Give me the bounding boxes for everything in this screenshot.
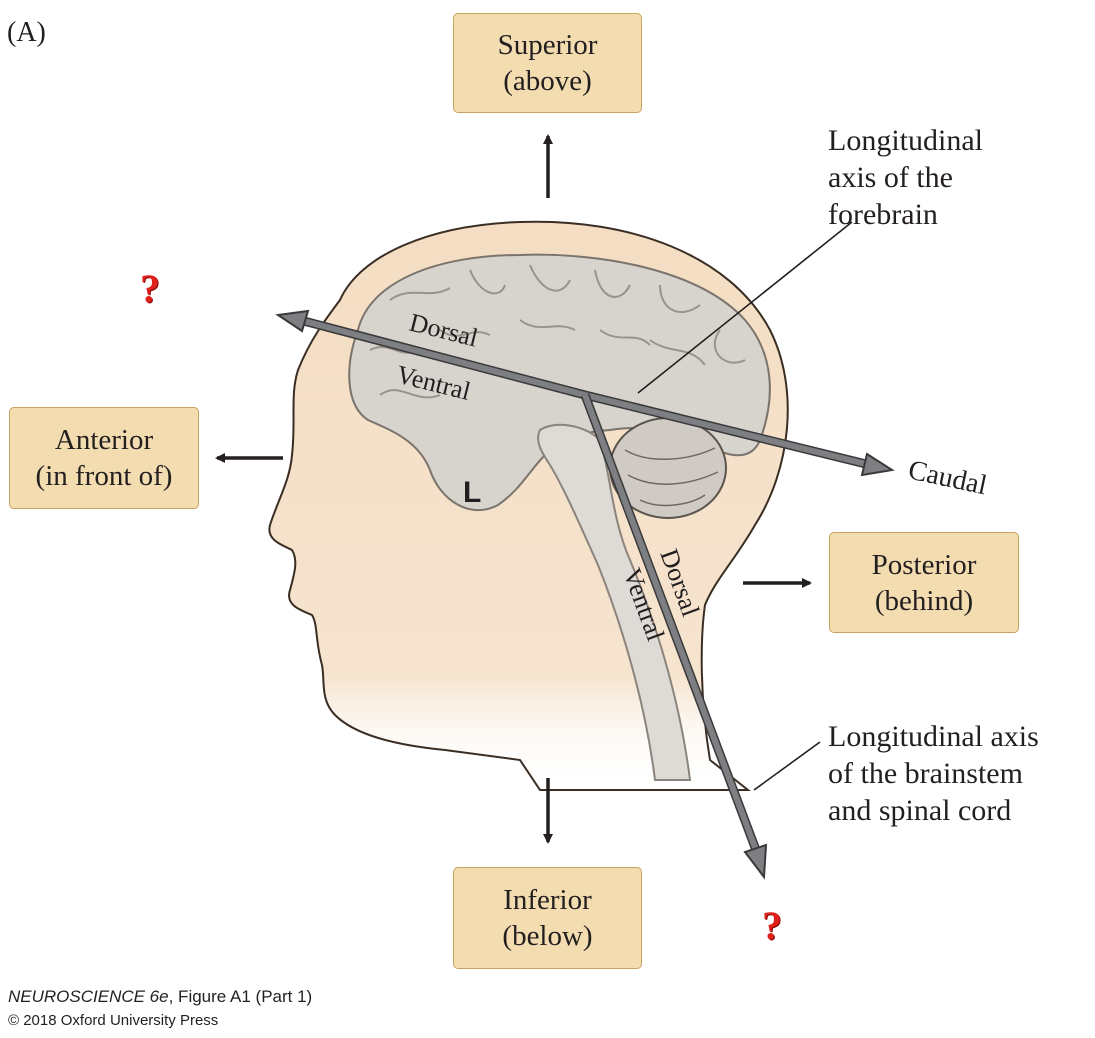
brain-gyri: [369, 264, 746, 399]
brainstem-callout-line-3: and spinal cord: [828, 794, 1012, 827]
brainstem-question-mark: ?: [762, 903, 782, 948]
brainstem-callout-line: [753, 741, 821, 791]
book-title: NEUROSCIENCE 6e: [8, 987, 169, 1006]
inferior-label: Inferior: [503, 884, 592, 916]
anterior-sublabel: (in front of): [35, 460, 173, 492]
panel-label: (A): [7, 17, 46, 48]
brainstem-callout: Longitudinal axis of the brainstem and s…: [828, 718, 1039, 829]
forebrain-callout: Longitudinal axis of the forebrain: [828, 122, 983, 233]
forebrain-callout-line-2: axis of the: [828, 161, 953, 194]
superior-box: Superior (above): [453, 13, 642, 113]
forebrain-axis-arrow: [275, 309, 895, 477]
posterior-sublabel: (behind): [874, 584, 974, 617]
anterior-box: Anterior (in front of): [9, 407, 199, 509]
forebrain-callout-line-1: Longitudinal: [828, 124, 983, 157]
superior-sublabel: (above): [503, 65, 592, 97]
figure-credit: NEUROSCIENCE 6e, Figure A1 (Part 1): [8, 987, 312, 1007]
superior-label: Superior: [497, 29, 598, 61]
copyright-notice: © 2018 Oxford University Press: [8, 1012, 219, 1029]
inferior-sublabel: (below): [502, 920, 593, 952]
caudal-label: Caudal: [906, 455, 990, 502]
brain-landmark-label: L: [463, 476, 481, 509]
anterior-label: Anterior: [54, 424, 154, 456]
brainstem-axis-arrow: [580, 393, 768, 880]
posterior-box: Posterior (behind): [829, 532, 1019, 633]
forebrain-callout-line-3: forebrain: [828, 198, 938, 231]
forebrain-question-mark: ?: [140, 266, 160, 311]
inferior-box: Inferior (below): [453, 867, 642, 969]
brainstem-callout-line-2: of the brainstem: [828, 757, 1023, 790]
posterior-label: Posterior: [871, 548, 977, 581]
brainstem-callout-line-1: Longitudinal axis: [828, 720, 1039, 753]
figure-number: , Figure A1 (Part 1): [168, 987, 313, 1006]
forebrain-callout-line: [637, 221, 853, 394]
